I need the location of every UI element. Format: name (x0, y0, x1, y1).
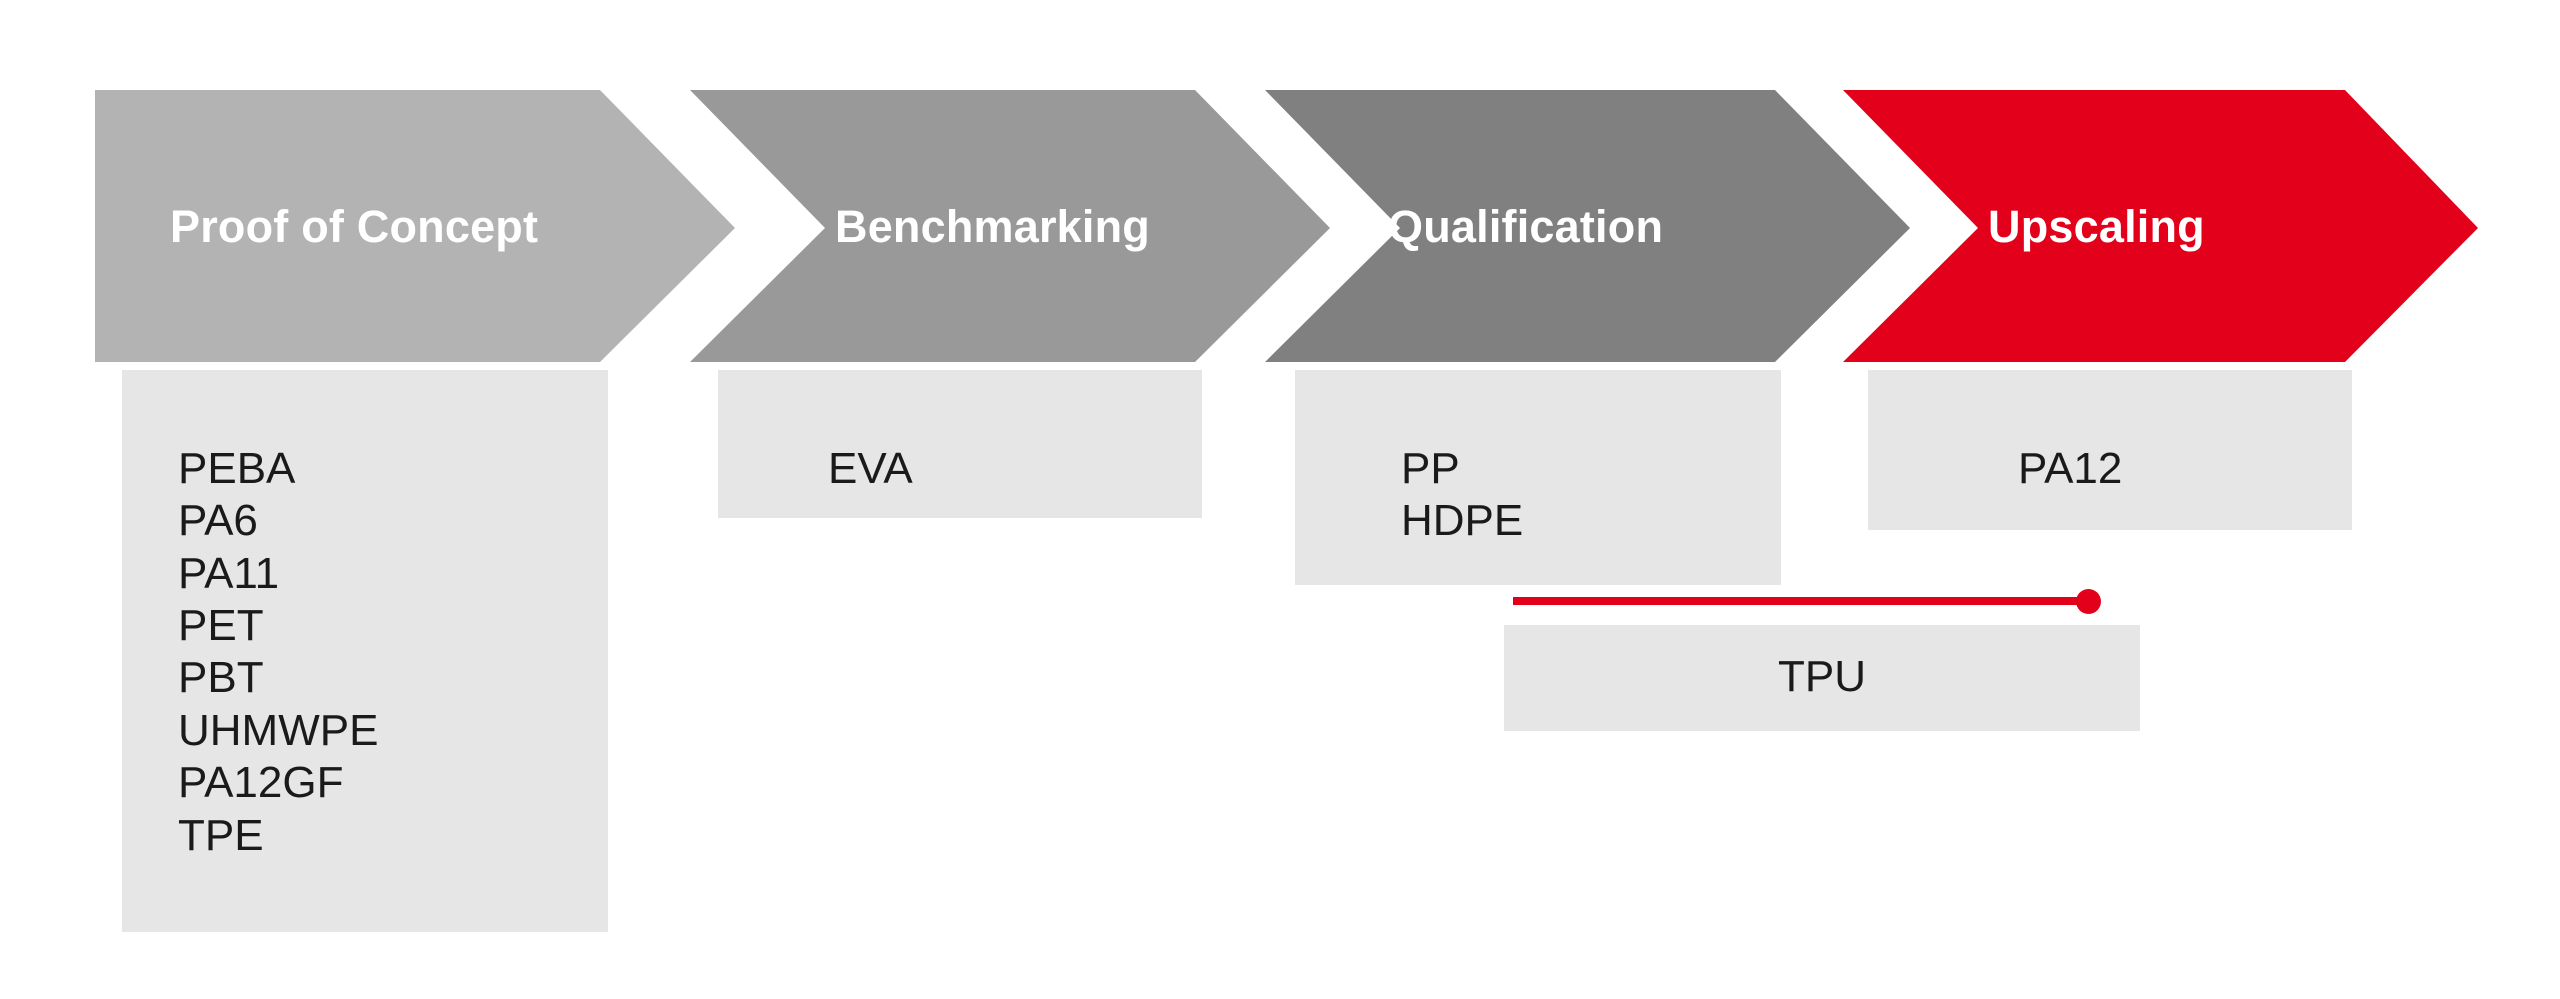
material-box-qualification: PP HDPE (1295, 370, 1781, 585)
tpu-transition-line (1513, 597, 2091, 605)
material-item: PA11 (178, 548, 280, 598)
stage-label-qualification: Qualification (1388, 201, 1664, 252)
material-item: TPU (1778, 652, 1866, 701)
material-item: PA12 (2018, 444, 2123, 493)
material-item: PA12GF (178, 758, 344, 808)
material-item: PA6 (178, 496, 258, 546)
material-list-proof-of-concept: PEBA PA6 PA11 PET PBT UHMWPE PA12GF TPE (122, 370, 608, 862)
material-box-benchmarking: EVA (718, 370, 1202, 518)
material-item: PP (1401, 444, 1460, 493)
stage-label-upscaling: Upscaling (1988, 201, 2205, 252)
material-item: UHMWPE (178, 705, 379, 755)
material-item: HDPE (1401, 496, 1524, 546)
material-item: EVA (828, 444, 913, 493)
material-item: TPE (178, 810, 264, 860)
material-item: PEBA (178, 444, 296, 493)
stage-label-proof-of-concept: Proof of Concept (170, 201, 539, 252)
material-item: PET (178, 601, 264, 651)
material-item: PBT (178, 653, 264, 703)
material-list-benchmarking: EVA (718, 370, 1202, 495)
material-box-tpu: TPU (1504, 625, 2140, 731)
material-box-upscaling: PA12 (1868, 370, 2352, 530)
material-list-upscaling: PA12 (1868, 370, 2352, 495)
material-box-proof-of-concept: PEBA PA6 PA11 PET PBT UHMWPE PA12GF TPE (122, 370, 608, 932)
material-list-qualification: PP HDPE (1295, 370, 1781, 548)
tpu-transition-endpoint-dot (2076, 589, 2101, 614)
stage-label-benchmarking: Benchmarking (835, 201, 1150, 252)
material-list-tpu: TPU (1504, 625, 2140, 703)
